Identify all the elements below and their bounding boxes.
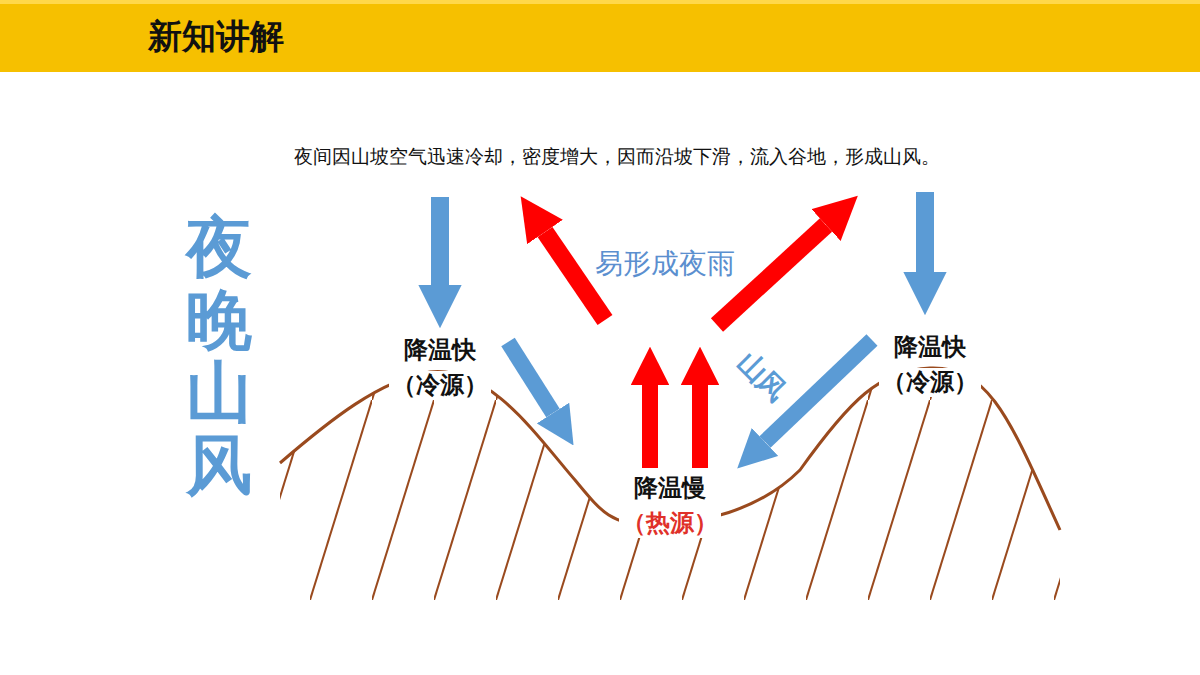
vertical-heading: 夜晚山风	[186, 212, 252, 502]
rising-air-arrow	[642, 385, 658, 468]
source-label: （冷源）	[879, 368, 981, 397]
sinking-air-arrow	[916, 192, 934, 272]
mountain-wind-arrow	[508, 342, 553, 413]
explanation-note: 夜间因山坡空气迅速冷却，密度增大，因而沿坡下滑，流入谷地，形成山风。	[294, 145, 940, 168]
sinking-air-arrow	[431, 197, 449, 285]
rising-air-arrow	[692, 385, 708, 468]
source-label: （冷源）	[389, 371, 491, 400]
temperature-label: 降温慢	[631, 474, 709, 503]
wind-label: 山风	[730, 345, 793, 408]
rain-note: 易形成夜雨	[595, 247, 735, 281]
temperature-label: 降温快	[401, 336, 479, 365]
temperature-label: 降温快	[891, 333, 969, 362]
mountain-outline	[280, 368, 1060, 530]
ground-hatching	[280, 300, 1060, 610]
page-title: 新知讲解	[148, 16, 284, 57]
source-label: （热源）	[619, 509, 721, 538]
